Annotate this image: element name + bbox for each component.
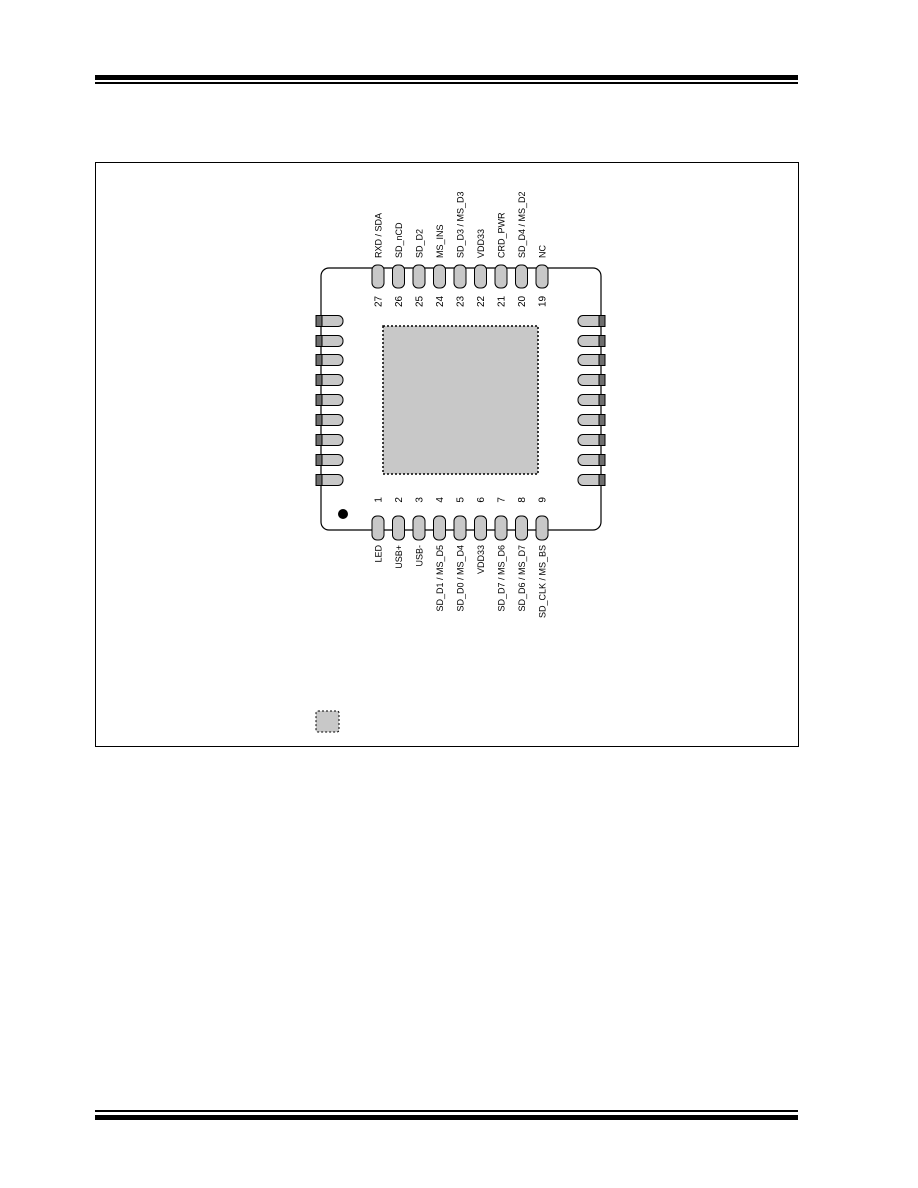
right-pin-tip xyxy=(598,474,606,486)
left-pin-tip xyxy=(315,394,323,406)
pin-22-label: VDD33 xyxy=(476,229,486,258)
pin-1-label: LED xyxy=(374,545,384,563)
pin-1-pad xyxy=(371,515,385,541)
pin-3-number: 3 xyxy=(415,497,426,503)
pin-8-number: 8 xyxy=(517,497,528,503)
pin-23-number: 23 xyxy=(456,295,467,307)
pin-2-label: USB+ xyxy=(394,545,404,569)
pin-2-number: 2 xyxy=(394,497,405,503)
pin-6-pad xyxy=(474,515,487,541)
pin-9-label: SD_CLK / MS_BS xyxy=(538,545,548,618)
pin-4-pad xyxy=(433,515,446,541)
left-pins xyxy=(315,315,344,486)
pin-9-pad xyxy=(535,515,549,541)
pin-20-number: 20 xyxy=(517,295,528,307)
pin-6-number: 6 xyxy=(476,497,487,503)
right-pin-tip xyxy=(598,394,606,406)
left-pin-tip xyxy=(315,414,323,426)
pin-24-label: MS_INS xyxy=(435,224,445,258)
pin-3-label: USB- xyxy=(415,545,425,567)
pin-22-number: 22 xyxy=(476,295,487,307)
left-pin-tip xyxy=(315,315,323,327)
pin-25-pad xyxy=(412,264,426,289)
pin-6-label: VDD33 xyxy=(476,545,486,574)
left-pin-tip xyxy=(315,474,323,486)
pin-26-pad xyxy=(392,264,405,289)
pin-26-label: SD_nCD xyxy=(394,222,404,258)
pin-25-number: 25 xyxy=(415,295,426,307)
pin-5-pad xyxy=(453,515,467,541)
pin-23-label: SD_D3 / MS_D3 xyxy=(456,191,466,258)
pin-22-pad xyxy=(474,264,487,289)
pin-3-pad xyxy=(412,515,426,541)
pin-21-label: CRD_PWR xyxy=(497,212,507,258)
right-pin-tip xyxy=(598,454,606,466)
pin-5-label: SD_D0 / MS_D4 xyxy=(456,545,466,612)
header-rule-thick xyxy=(95,75,798,80)
pin-27-pad xyxy=(371,264,385,289)
right-pin-tip xyxy=(598,414,606,426)
right-pin-tip xyxy=(598,434,606,446)
pin-23-pad xyxy=(453,264,467,289)
right-pin-tip xyxy=(598,354,606,366)
pin-8-label: SD_D6 / MS_D7 xyxy=(517,545,527,612)
pin-7-number: 7 xyxy=(497,497,508,503)
pin-19-label: NC xyxy=(538,245,548,258)
left-pin-tip xyxy=(315,354,323,366)
exposed-pad xyxy=(382,325,539,475)
pin-24-pad xyxy=(433,264,446,289)
left-pin-tip xyxy=(315,454,323,466)
right-pins xyxy=(577,315,606,486)
pin-19-number: 19 xyxy=(538,295,549,307)
pin-27-label: RXD / SDA xyxy=(374,213,384,258)
exposed-pad-legend-swatch xyxy=(315,710,340,733)
right-pin-tip xyxy=(598,335,606,347)
footer-rule-thin xyxy=(95,1110,798,1112)
pin-21-number: 21 xyxy=(497,295,508,307)
pin-2-pad xyxy=(392,515,405,541)
figure-frame xyxy=(95,162,799,747)
right-pin-tip xyxy=(598,315,606,327)
pin-21-pad xyxy=(494,264,508,289)
pin-24-number: 24 xyxy=(435,295,446,307)
pin-20-label: SD_D4 / MS_D2 xyxy=(517,191,527,258)
pin-9-number: 9 xyxy=(538,497,549,503)
pin-5-number: 5 xyxy=(456,497,467,503)
left-pin-tip xyxy=(315,374,323,386)
pin-4-number: 4 xyxy=(435,497,446,503)
pin-25-label: SD_D2 xyxy=(415,229,425,258)
pin-1-number: 1 xyxy=(374,497,385,503)
pin-4-label: SD_D1 / MS_D5 xyxy=(435,545,445,612)
pin-20-pad xyxy=(515,264,528,289)
pin-19-pad xyxy=(535,264,549,289)
left-pin-tip xyxy=(315,335,323,347)
pin-7-pad xyxy=(494,515,508,541)
pin-8-pad xyxy=(515,515,528,541)
top-pins: 27 RXD / SDA 26 SD_nCD 25 SD_D2 24 MS_INS 23 SD_D… xyxy=(371,191,549,307)
right-pin-tip xyxy=(598,374,606,386)
pin-26-number: 26 xyxy=(394,295,405,307)
header-rule-thin xyxy=(95,82,798,84)
footer-rule-thick xyxy=(95,1115,798,1120)
pin-27-number: 27 xyxy=(374,295,385,307)
left-pin-tip xyxy=(315,434,323,446)
pin-7-label: SD_D7 / MS_D6 xyxy=(497,545,507,612)
pin1-marker-dot xyxy=(338,509,348,519)
